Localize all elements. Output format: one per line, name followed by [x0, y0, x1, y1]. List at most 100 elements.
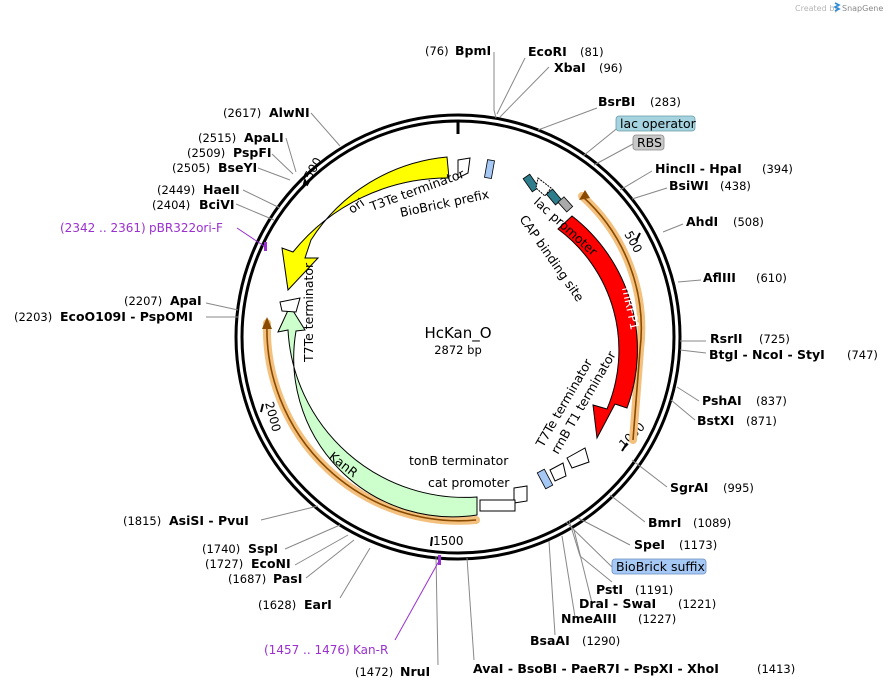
- site-apali-name: ApaLI: [244, 130, 284, 145]
- mrfp1-orf-arrowhead: [579, 190, 590, 200]
- primer-kan-r-name: Kan-R: [353, 643, 388, 657]
- site-btgi-name: BtgI - NcoI - StyI: [709, 347, 825, 362]
- rrnb-arrow-icon: [566, 447, 590, 469]
- pbr322ori-f-leader: [236, 227, 265, 247]
- tonb-arrow-icon: [513, 485, 528, 504]
- biobrick-prefix-marker: [484, 159, 495, 180]
- biobrick-suffix-box-label: BioBrick suffix: [616, 559, 705, 574]
- lac-operator-box-label: lac operator: [620, 116, 697, 131]
- site-haeii-pos: (2449): [157, 183, 195, 197]
- site-apai-name: ApaI: [170, 293, 202, 308]
- primer-kan-r-range: (1457 .. 1476): [264, 643, 350, 657]
- site-ecori-name: EcoRI: [528, 44, 567, 59]
- site-sspi-name: SspI: [248, 541, 278, 556]
- site-bsrbi-pos: (283): [650, 95, 681, 109]
- t7te-left-arrow-icon: [279, 297, 301, 313]
- site-pasi-name: PasI: [273, 571, 302, 586]
- pbr322ori-f-mark: [264, 242, 267, 251]
- tonb-label: tonB terminator: [409, 453, 509, 468]
- site-bstxi-pos: (871): [746, 414, 777, 428]
- site-rsrii-pos: (725): [759, 332, 790, 346]
- site-ahdi-pos: (508): [733, 215, 764, 229]
- t7te-left-label: T7Te terminator: [301, 262, 316, 363]
- site-hincii-name: HincII - HpaI: [655, 161, 742, 176]
- lac-operator-marker: [522, 173, 540, 193]
- cap-site-arrow-icon: [535, 177, 552, 197]
- site-drai-name: DraI - SwaI: [579, 596, 656, 611]
- site-alwni-pos: (2617): [223, 106, 261, 120]
- site-psti-name: PstI: [596, 582, 623, 597]
- site-bmri-name: BmrI: [648, 515, 681, 530]
- rbs-box-label: RBS: [637, 135, 662, 150]
- biobrick-suffix-marker: [536, 468, 554, 490]
- site-pspfi-name: PspFI: [233, 145, 272, 160]
- plasmid-name: HcKan_O: [424, 324, 491, 343]
- site-alwni-name: AlwNI: [269, 105, 310, 120]
- site-pshai-name: PshAI: [702, 393, 742, 408]
- site-bsiwi-name: BsiWI: [669, 178, 709, 193]
- leader-lines: [205, 52, 707, 666]
- site-sgrai-pos: (995): [723, 481, 754, 495]
- site-ecoo-pos: (2203): [14, 310, 52, 324]
- site-nmeaiii-name: NmeAIII: [561, 611, 617, 626]
- backbone-outer: [234, 113, 682, 561]
- t7te-right-arrow-icon: [549, 462, 567, 482]
- site-bseyi-pos: (2505): [172, 161, 210, 175]
- mrfp1-orf-line: [581, 195, 643, 441]
- site-pasi-pos: (1687): [228, 572, 266, 586]
- site-sspi-pos: (1740): [202, 542, 240, 556]
- lac-operator-box: [615, 115, 696, 132]
- site-spei-pos: (1173): [679, 538, 717, 552]
- cat-promoter-arrow-icon: [479, 499, 516, 512]
- site-apali-pos: (2515): [198, 131, 236, 145]
- site-sgrai-name: SgrAI: [670, 480, 708, 495]
- site-bmri-pos: (1089): [693, 516, 731, 530]
- site-eari-pos: (1628): [258, 598, 296, 612]
- site-nrui-pos: (1472): [355, 665, 393, 679]
- mrfp1-feature: [557, 215, 638, 440]
- site-ecori-pos: (81): [580, 45, 604, 59]
- site-bsrbi-name: BsrBI: [598, 94, 635, 109]
- primer-pbr322ori-f-name: pBR322ori-F: [149, 221, 223, 235]
- kanr-orf-arrowhead: [262, 317, 272, 329]
- site-haeii-name: HaeII: [203, 182, 240, 197]
- credit-brand: SnapGene: [842, 4, 883, 13]
- rbs-box: [632, 134, 665, 151]
- plasmid-length: 2872 bp: [434, 343, 482, 357]
- site-ahdi-name: AhdI: [686, 214, 718, 229]
- t3te-arrow-icon: [457, 157, 471, 179]
- site-psti-pos: (1191): [635, 583, 673, 597]
- site-xbai-name: XbaI: [554, 60, 586, 75]
- site-btgi-pos: (747): [847, 348, 878, 362]
- biobrick-suffix-box: [611, 558, 707, 575]
- kanr-orf-line: [266, 322, 477, 522]
- site-bseyi-name: BseYI: [218, 160, 257, 175]
- tick-1500: 1500: [433, 534, 464, 548]
- site-hincii-pos: (394): [762, 162, 793, 176]
- site-avai-name: AvaI - BsoBI - PaeR7I - PspXI - XhoI: [473, 661, 719, 676]
- site-afliii-pos: (610): [756, 271, 787, 285]
- rbs-grey-marker: [557, 196, 574, 213]
- primer-pbr322ori-f-range: (2342 .. 2361): [60, 221, 146, 235]
- site-drai-pos: (1221): [678, 597, 716, 611]
- site-rsrii-name: RsrII: [710, 331, 743, 346]
- site-bpmi-name: BpmI: [455, 43, 491, 58]
- site-pspfi-pos: (2509): [187, 146, 225, 160]
- site-econi-pos: (1727): [205, 557, 243, 571]
- kan-r-mark: [438, 555, 441, 565]
- site-econi-name: EcoNI: [251, 556, 291, 571]
- site-bcivi-name: BciVI: [199, 197, 235, 212]
- snapgene-logo-icon: [833, 2, 841, 12]
- site-bpmi-pos: (76): [425, 44, 449, 58]
- cat-promoter-label: cat promoter: [428, 475, 510, 490]
- site-spei-name: SpeI: [634, 537, 665, 552]
- kanr-feature: [277, 304, 478, 518]
- site-bsaai-pos: (1290): [582, 634, 620, 648]
- ori-feature: [281, 156, 450, 292]
- site-afliii-name: AflIII: [703, 270, 736, 285]
- site-asisi-name: AsiSI - PvuI: [169, 513, 249, 528]
- site-bsiwi-pos: (438): [720, 179, 751, 193]
- site-bcivi-pos: (2404): [152, 198, 190, 212]
- credit-prefix: Created by: [795, 4, 839, 13]
